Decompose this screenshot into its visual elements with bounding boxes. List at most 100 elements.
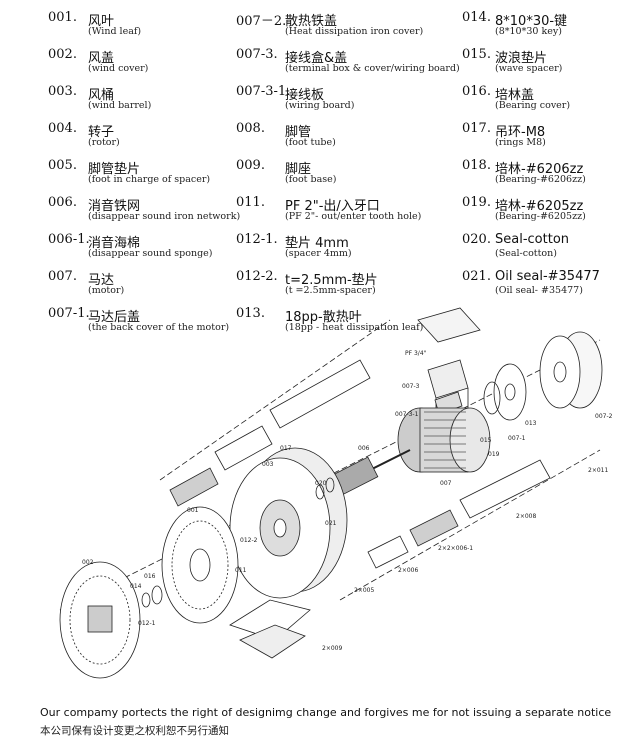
- part-number: 006-1.: [48, 232, 90, 247]
- part-item: 003.风桶(wind barrel): [48, 84, 233, 121]
- parts-list: 001.风叶(Wind leaf) 002.风盖(wind cover) 003…: [0, 0, 642, 333]
- part-name-zh: 接线板: [285, 88, 325, 103]
- part-name-en: (wiring board): [285, 100, 355, 111]
- diagram-label: 007-3: [402, 383, 420, 390]
- part-name-en: (terminal box & cover/wiring board): [285, 63, 460, 74]
- diagram-label: 020: [315, 480, 327, 487]
- part-name-en: (wave spacer): [495, 63, 563, 74]
- part-name-zh: 吊环-M8: [495, 125, 546, 140]
- part-number: 007.: [48, 269, 77, 284]
- part-name-zh: 培林-#6206zz: [495, 162, 584, 177]
- part-name-en: (foot in charge of spacer): [88, 174, 211, 185]
- diagram-label: 019: [488, 451, 500, 458]
- diagram-label: 2×009: [322, 645, 342, 652]
- diagram-label: 007-1: [508, 435, 526, 442]
- diagram-label: 2×008: [516, 513, 536, 520]
- part-item: 020. Seal-cotton(Seal-cotton): [462, 232, 637, 269]
- part-name-zh: 马达后盖: [88, 310, 141, 325]
- part-item: 002.风盖(wind cover): [48, 47, 233, 84]
- part-number: 007－2.: [236, 14, 287, 29]
- diagram-label: 2×006: [398, 567, 418, 574]
- diagram-label: 016: [144, 573, 156, 580]
- part-name-en: (t =2.5mm-spacer): [285, 285, 376, 296]
- part-name-en: (motor): [88, 285, 125, 296]
- part-name-en: (spacer 4mm): [285, 248, 352, 259]
- parts-column-2: 007－2.散热铁盖(Heat dissipation iron cover) …: [236, 10, 461, 343]
- heat-dissipation-cover: [539, 331, 603, 409]
- part-number: 007-1.: [48, 306, 90, 321]
- diagram-label: 021: [325, 520, 337, 527]
- part-number: 003.: [48, 84, 77, 99]
- part-name-en: (Heat dissipation iron cover): [285, 26, 424, 37]
- part-name-en: (Oil seal- #35477): [495, 285, 583, 296]
- part-name-zh: 18pp-散热叶: [285, 310, 362, 325]
- part-name-en: (disappear sound sponge): [88, 248, 213, 259]
- part-name-en: (Bearing-#6205zz): [495, 211, 586, 222]
- part-name-zh: 马达: [88, 273, 115, 288]
- part-name-en: (Bearing-#6206zz): [495, 174, 586, 185]
- diagram-label: 014: [130, 583, 142, 590]
- part-item: 007-1.马达后盖(the back cover of the motor): [48, 306, 233, 343]
- diagram-label: 2×011: [588, 467, 608, 474]
- part-number: 019.: [462, 195, 491, 210]
- diagram-label: 013: [525, 420, 537, 427]
- part-item: 018.培林-#6206zz(Bearing-#6206zz): [462, 158, 637, 195]
- part-number: 014.: [462, 10, 491, 25]
- part-name-zh: Seal-cotton: [495, 232, 570, 247]
- assembly-axis: [159, 319, 391, 481]
- part-name-zh: 培林-#6205zz: [495, 199, 584, 214]
- part-number: 007-3.: [236, 47, 278, 62]
- part-number: 007-3-1.: [236, 84, 291, 99]
- part-item: 006. 消音铁网(disappear sound iron network): [48, 195, 240, 232]
- part-name-zh: 脚管: [285, 125, 312, 140]
- motor-body: [397, 407, 491, 473]
- part-number: 005.: [48, 158, 77, 173]
- part-item: 012-2.t=2.5mm-垫片(t =2.5mm-spacer): [236, 269, 461, 306]
- part-number: 006.: [48, 195, 77, 210]
- part-item: 009.脚座(foot base): [236, 158, 461, 195]
- diagram-label: 017: [280, 445, 292, 452]
- diagram-label: 012-1: [138, 620, 156, 627]
- part-item: 012-1.垫片 4mm(spacer 4mm): [236, 232, 461, 269]
- diagram-label: 007-2: [595, 413, 613, 420]
- part-item: 015.波浪垫片(wave spacer): [462, 47, 637, 84]
- part-item: 011.PF 2"-出/入牙口(PF 2"- out/enter tooth h…: [236, 195, 461, 232]
- cooling-fan: [483, 363, 527, 421]
- part-number: 009.: [236, 158, 265, 173]
- diagram-label: 2×2×006-1: [438, 545, 473, 552]
- part-item: 014.8*10*30-键(8*10*30 key): [462, 10, 637, 47]
- part-name-en: (wind barrel): [88, 100, 152, 111]
- part-name-en: (the back cover of the motor): [88, 322, 230, 333]
- part-number: 020.: [462, 232, 491, 247]
- part-name-en: (PF 2"- out/enter tooth hole): [285, 211, 422, 222]
- part-item: 007－2.散热铁盖(Heat dissipation iron cover): [236, 10, 461, 47]
- part-item: 008.脚管(foot tube): [236, 121, 461, 158]
- part-item: 021.Oil seal-#35477(Oil seal- #35477): [462, 269, 637, 306]
- part-number: 015.: [462, 47, 491, 62]
- part-name-zh: 8*10*30-键: [495, 14, 568, 29]
- part-number: 012-2.: [236, 269, 278, 284]
- part-number: 004.: [48, 121, 77, 136]
- part-name-en: (Bearing cover): [495, 100, 571, 111]
- lower-foot-tube: [367, 459, 551, 569]
- exploded-view-diagram: PF 3/4" 007-3 007-3-1 007-2 007-1 013 01…: [59, 307, 613, 679]
- wind-leaf-impeller: [161, 506, 239, 624]
- diagram-label: 003: [262, 461, 274, 468]
- part-name-en: (disappear sound iron network): [88, 211, 241, 222]
- part-name-zh: 培林盖: [495, 88, 535, 103]
- part-name-zh: 风叶: [88, 14, 115, 29]
- part-name-en: (foot tube): [285, 137, 336, 148]
- part-number: 002.: [48, 47, 77, 62]
- diagram-label: 002: [82, 559, 94, 566]
- part-name-zh: 消音铁网: [88, 199, 141, 214]
- part-item: 004.转子(rotor): [48, 121, 233, 158]
- part-name-zh: Oil seal-#35477: [495, 269, 600, 284]
- part-number: 011.: [236, 195, 265, 210]
- diagram-label: PF 3/4": [405, 350, 427, 357]
- part-name-en: (18pp - heat dissipation leaf): [285, 322, 424, 333]
- part-name-en: (Seal-cotton): [495, 248, 557, 259]
- part-name-zh: 脚座: [285, 162, 312, 177]
- part-item: 005.脚管垫片(foot in charge of spacer): [48, 158, 233, 195]
- part-item: 007-3.接线盒&盖(terminal box & cover/wiring …: [236, 47, 461, 84]
- diagram-label: 001: [187, 507, 199, 514]
